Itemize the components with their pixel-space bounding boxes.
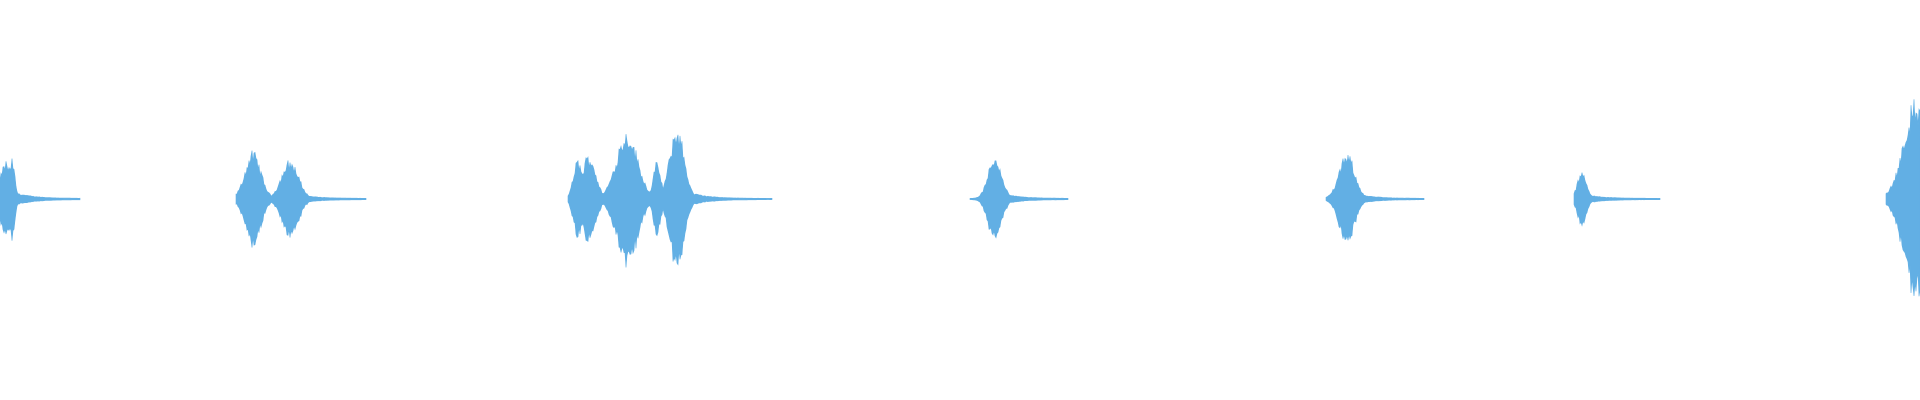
waveform-clip-2[interactable] <box>235 150 367 248</box>
waveform-clip-6[interactable] <box>1573 172 1661 227</box>
waveform-clip-5[interactable] <box>1325 155 1425 241</box>
waveform-clip-1[interactable] <box>0 158 81 241</box>
waveform-clip-3[interactable] <box>567 134 773 268</box>
waveform-clip-4[interactable] <box>969 160 1069 239</box>
waveform-clip-7[interactable] <box>1885 99 1920 297</box>
